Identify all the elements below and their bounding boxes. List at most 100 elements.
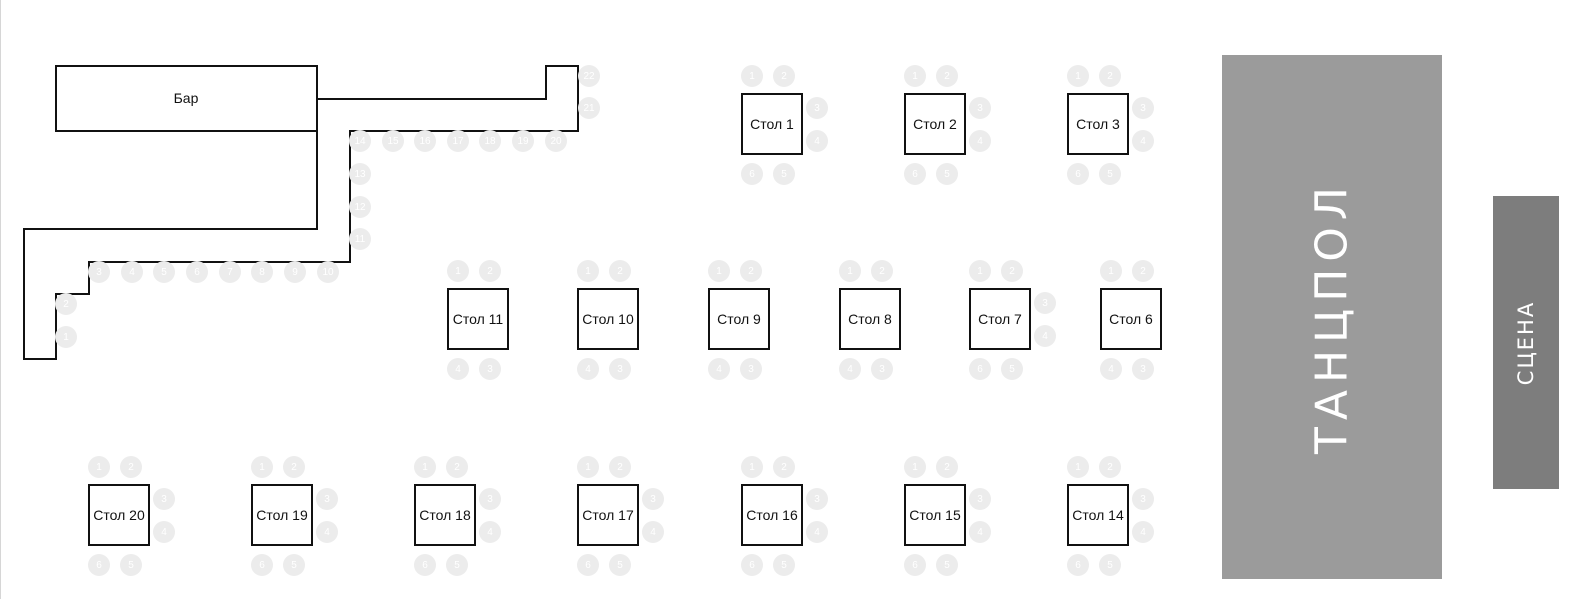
table-19-seat[interactable]: 1 [251, 456, 273, 478]
table-18-seat[interactable]: 6 [414, 554, 436, 576]
table-2-seat[interactable]: 2 [936, 65, 958, 87]
table-19-seat[interactable]: 5 [283, 554, 305, 576]
bar-seat[interactable]: 9 [284, 261, 306, 283]
table-2-seat[interactable]: 1 [904, 65, 926, 87]
table-19[interactable]: Стол 19 [251, 484, 313, 546]
bar-seat[interactable]: 3 [88, 261, 110, 283]
table-7-seat[interactable]: 3 [1034, 292, 1056, 314]
table-14-seat[interactable]: 1 [1067, 456, 1089, 478]
table-15-seat[interactable]: 3 [969, 488, 991, 510]
table-14[interactable]: Стол 14 [1067, 484, 1129, 546]
table-11[interactable]: Стол 11 [447, 288, 509, 350]
table-16-seat[interactable]: 4 [806, 521, 828, 543]
table-15-seat[interactable]: 5 [936, 554, 958, 576]
table-19-seat[interactable]: 6 [251, 554, 273, 576]
table-20-seat[interactable]: 2 [120, 456, 142, 478]
table-8-seat[interactable]: 4 [839, 358, 861, 380]
table-1-seat[interactable]: 5 [773, 163, 795, 185]
table-16-seat[interactable]: 2 [773, 456, 795, 478]
bar-seat[interactable]: 12 [349, 196, 371, 218]
table-8[interactable]: Стол 8 [839, 288, 901, 350]
bar-seat[interactable]: 14 [349, 130, 371, 152]
table-2[interactable]: Стол 2 [904, 93, 966, 155]
bar-seat[interactable]: 13 [349, 163, 371, 185]
bar-seat[interactable]: 8 [251, 261, 273, 283]
bar-seat[interactable]: 6 [186, 261, 208, 283]
table-7-seat[interactable]: 4 [1034, 325, 1056, 347]
table-17-seat[interactable]: 5 [609, 554, 631, 576]
table-15-seat[interactable]: 6 [904, 554, 926, 576]
table-10-seat[interactable]: 3 [609, 358, 631, 380]
table-6-seat[interactable]: 1 [1100, 260, 1122, 282]
table-7[interactable]: Стол 7 [969, 288, 1031, 350]
table-2-seat[interactable]: 6 [904, 163, 926, 185]
table-16[interactable]: Стол 16 [741, 484, 803, 546]
table-10[interactable]: Стол 10 [577, 288, 639, 350]
table-17-seat[interactable]: 4 [642, 521, 664, 543]
bar-seat[interactable]: 21 [578, 97, 600, 119]
table-10-seat[interactable]: 2 [609, 260, 631, 282]
table-3-seat[interactable]: 2 [1099, 65, 1121, 87]
table-6-seat[interactable]: 3 [1132, 358, 1154, 380]
bar-seat[interactable]: 2 [55, 293, 77, 315]
table-20[interactable]: Стол 20 [88, 484, 150, 546]
table-8-seat[interactable]: 3 [871, 358, 893, 380]
bar-seat[interactable]: 18 [479, 130, 501, 152]
table-18-seat[interactable]: 1 [414, 456, 436, 478]
table-15-seat[interactable]: 1 [904, 456, 926, 478]
bar-seat[interactable]: 22 [578, 65, 600, 87]
table-19-seat[interactable]: 3 [316, 488, 338, 510]
table-14-seat[interactable]: 5 [1099, 554, 1121, 576]
table-17-seat[interactable]: 6 [577, 554, 599, 576]
bar-seat[interactable]: 1 [55, 326, 77, 348]
table-1-seat[interactable]: 6 [741, 163, 763, 185]
table-17-seat[interactable]: 1 [577, 456, 599, 478]
table-7-seat[interactable]: 2 [1001, 260, 1023, 282]
table-8-seat[interactable]: 1 [839, 260, 861, 282]
table-1[interactable]: Стол 1 [741, 93, 803, 155]
table-18-seat[interactable]: 3 [479, 488, 501, 510]
table-1-seat[interactable]: 1 [741, 65, 763, 87]
table-19-seat[interactable]: 4 [316, 521, 338, 543]
table-2-seat[interactable]: 5 [936, 163, 958, 185]
table-15-seat[interactable]: 4 [969, 521, 991, 543]
table-7-seat[interactable]: 6 [969, 358, 991, 380]
bar-seat[interactable]: 17 [447, 130, 469, 152]
table-1-seat[interactable]: 3 [806, 97, 828, 119]
table-6-seat[interactable]: 2 [1132, 260, 1154, 282]
table-11-seat[interactable]: 3 [479, 358, 501, 380]
table-14-seat[interactable]: 2 [1099, 456, 1121, 478]
table-18[interactable]: Стол 18 [414, 484, 476, 546]
bar-seat[interactable]: 10 [317, 261, 339, 283]
table-15[interactable]: Стол 15 [904, 484, 966, 546]
table-16-seat[interactable]: 3 [806, 488, 828, 510]
table-3[interactable]: Стол 3 [1067, 93, 1129, 155]
table-10-seat[interactable]: 4 [577, 358, 599, 380]
bar-seat[interactable]: 7 [219, 261, 241, 283]
bar-seat[interactable]: 16 [414, 130, 436, 152]
bar-seat[interactable]: 4 [121, 261, 143, 283]
bar-seat[interactable]: 5 [153, 261, 175, 283]
table-11-seat[interactable]: 2 [479, 260, 501, 282]
bar-seat[interactable]: 20 [545, 130, 567, 152]
table-2-seat[interactable]: 4 [969, 130, 991, 152]
table-3-seat[interactable]: 5 [1099, 163, 1121, 185]
table-6-seat[interactable]: 4 [1100, 358, 1122, 380]
table-7-seat[interactable]: 1 [969, 260, 991, 282]
table-2-seat[interactable]: 3 [969, 97, 991, 119]
table-11-seat[interactable]: 1 [447, 260, 469, 282]
table-1-seat[interactable]: 4 [806, 130, 828, 152]
table-6[interactable]: Стол 6 [1100, 288, 1162, 350]
table-20-seat[interactable]: 3 [153, 488, 175, 510]
table-20-seat[interactable]: 6 [88, 554, 110, 576]
table-19-seat[interactable]: 2 [283, 456, 305, 478]
table-14-seat[interactable]: 4 [1132, 521, 1154, 543]
table-20-seat[interactable]: 1 [88, 456, 110, 478]
table-9-seat[interactable]: 3 [740, 358, 762, 380]
table-9[interactable]: Стол 9 [708, 288, 770, 350]
table-9-seat[interactable]: 4 [708, 358, 730, 380]
table-11-seat[interactable]: 4 [447, 358, 469, 380]
table-8-seat[interactable]: 2 [871, 260, 893, 282]
table-17-seat[interactable]: 3 [642, 488, 664, 510]
table-14-seat[interactable]: 3 [1132, 488, 1154, 510]
